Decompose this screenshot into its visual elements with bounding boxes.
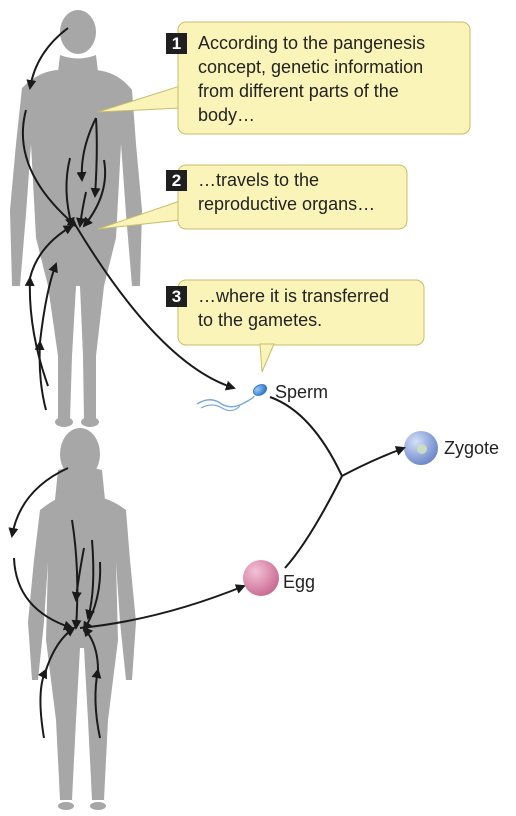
sperm-cell-icon (197, 382, 269, 410)
step-2-number: 2 (172, 171, 181, 190)
callout-2: 2 …travels to the reproductive organs… (98, 165, 407, 229)
callout-1-line-2: concept, genetic information (198, 57, 423, 77)
callout-3: 3 …where it is transferred to the gamete… (166, 280, 424, 372)
callout-1-line-4: body… (198, 105, 255, 125)
zygote-cell-icon (404, 431, 438, 465)
callout-2-line-2: reproductive organs… (198, 194, 375, 214)
callout-2-line-1: …travels to the (198, 170, 319, 190)
callout-1-line-1: According to the pangenesis (198, 33, 425, 53)
female-body-silhouette-icon (28, 428, 136, 810)
zygote-label: Zygote (444, 438, 499, 458)
callout-3-line-1: …where it is transferred (198, 286, 389, 306)
step-1-number: 1 (172, 34, 181, 53)
step-3-number: 3 (172, 287, 181, 306)
callout-1: 1 According to the pangenesis concept, g… (98, 22, 470, 134)
egg-label: Egg (283, 572, 315, 592)
male-body-silhouette-icon (10, 10, 142, 427)
sperm-label: Sperm (275, 382, 328, 402)
callout-3-line-2: to the gametes. (198, 310, 322, 330)
fertilization-arrows (270, 397, 404, 568)
egg-cell-icon (243, 560, 279, 596)
callout-1-line-3: from different parts of the (198, 81, 399, 101)
